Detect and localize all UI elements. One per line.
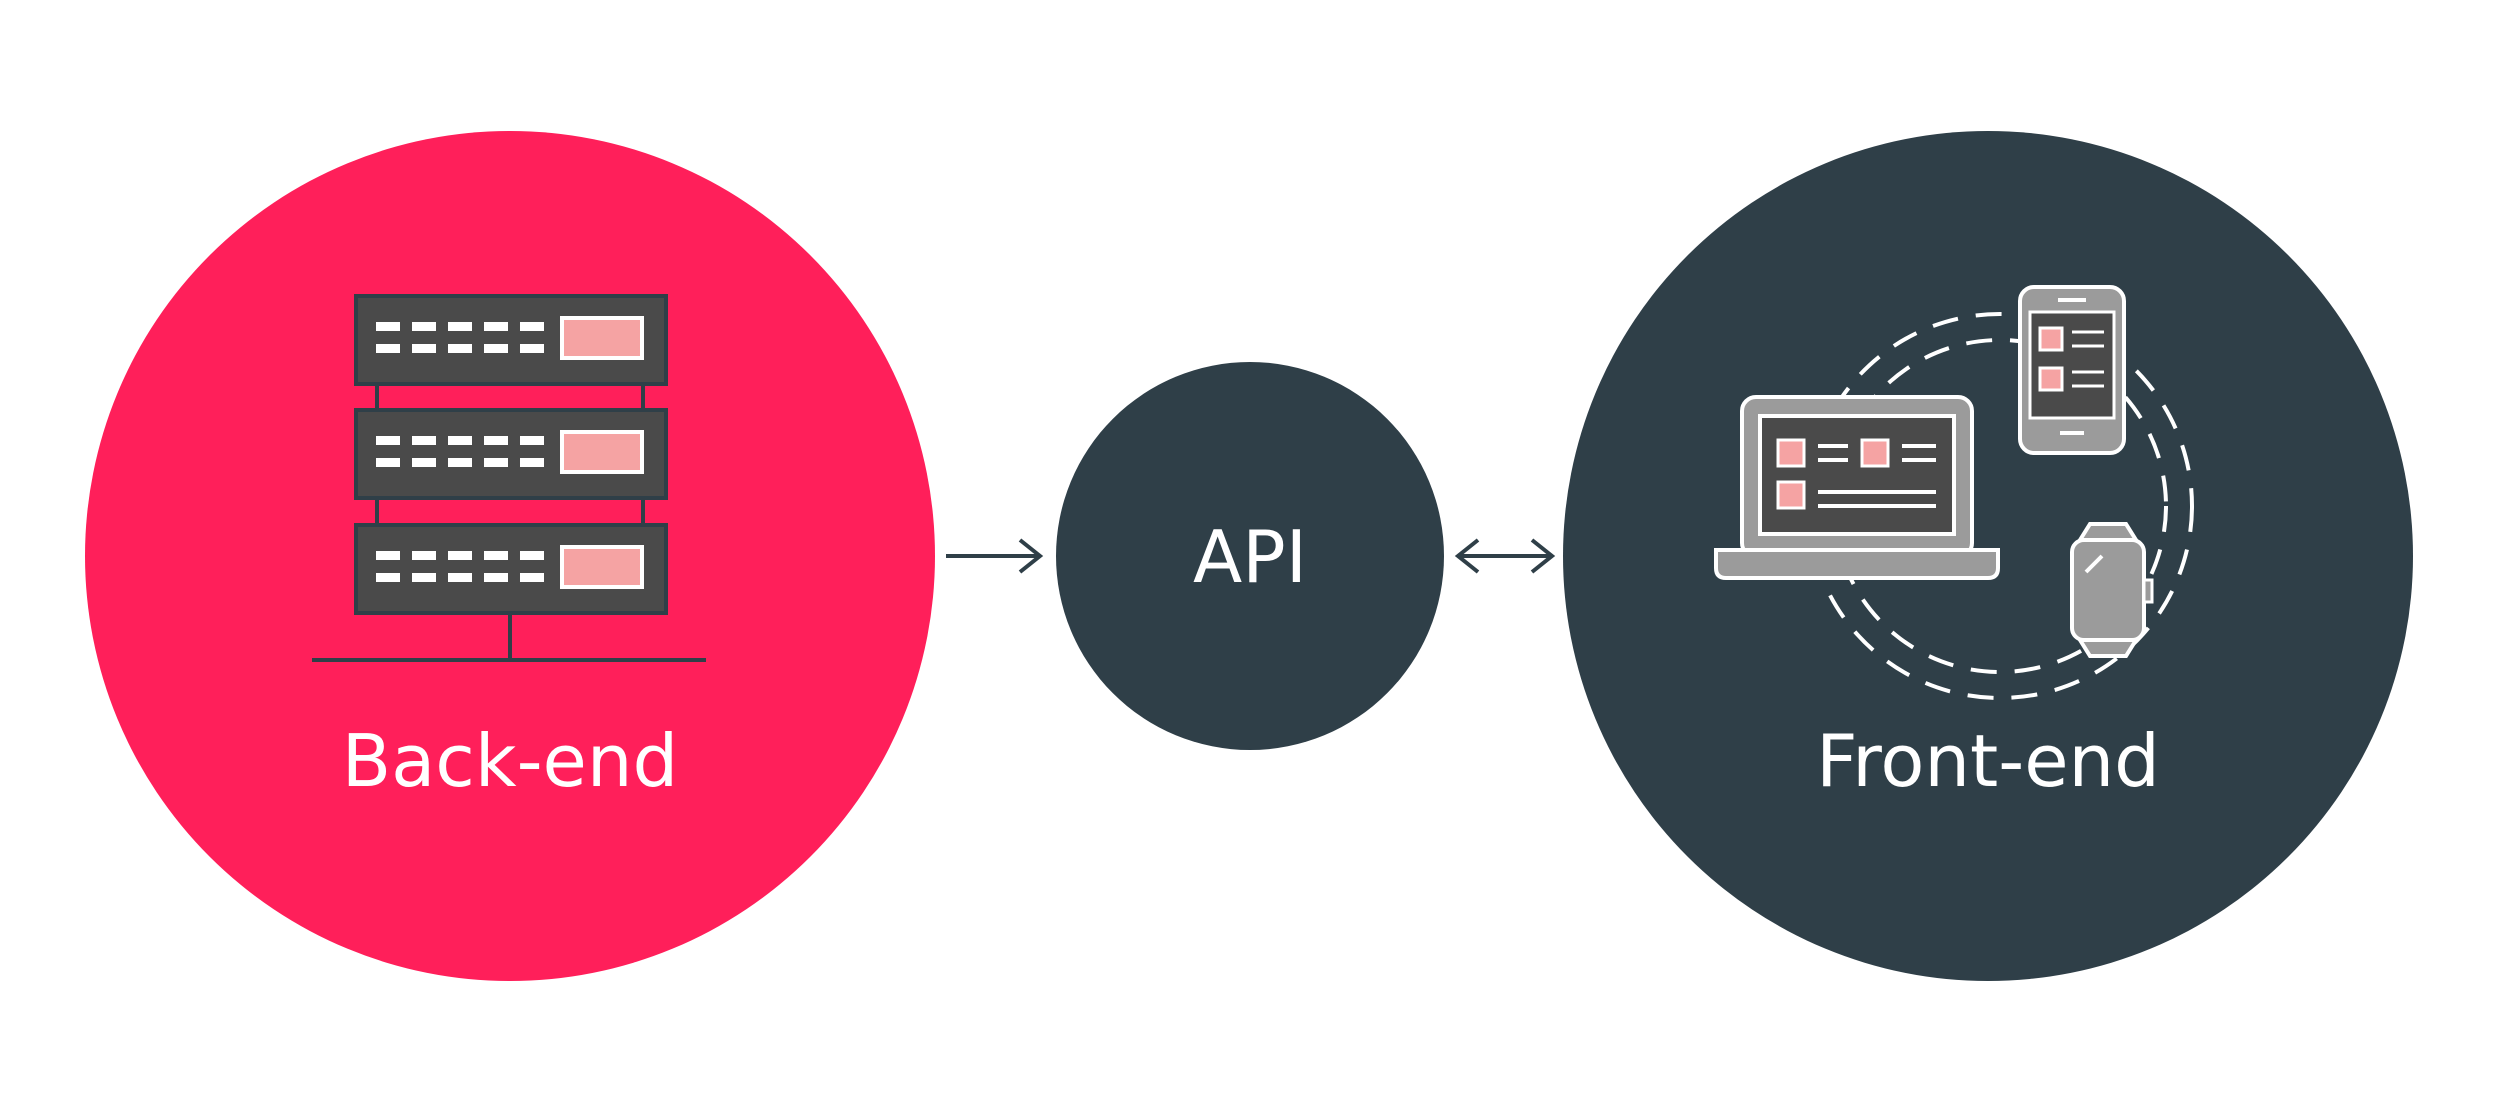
server-rack-icon bbox=[312, 294, 706, 662]
frontend-node: Front-end bbox=[1563, 131, 2413, 981]
laptop-icon bbox=[1714, 395, 2000, 580]
api-node: API bbox=[1056, 362, 1444, 750]
smartphone-icon bbox=[2018, 285, 2126, 455]
api-label: API bbox=[1193, 515, 1307, 599]
smartwatch-icon bbox=[2070, 522, 2154, 658]
api-circle bbox=[1056, 362, 1444, 750]
frontend-label: Front-end bbox=[1816, 719, 2160, 803]
device-orbit-dashes bbox=[1806, 312, 2194, 700]
arrow-api-frontend-bidirectional bbox=[1454, 538, 1556, 574]
backend-label: Back-end bbox=[342, 719, 678, 803]
backend-node: Back-end bbox=[85, 131, 935, 981]
arrow-backend-to-api bbox=[946, 538, 1044, 574]
